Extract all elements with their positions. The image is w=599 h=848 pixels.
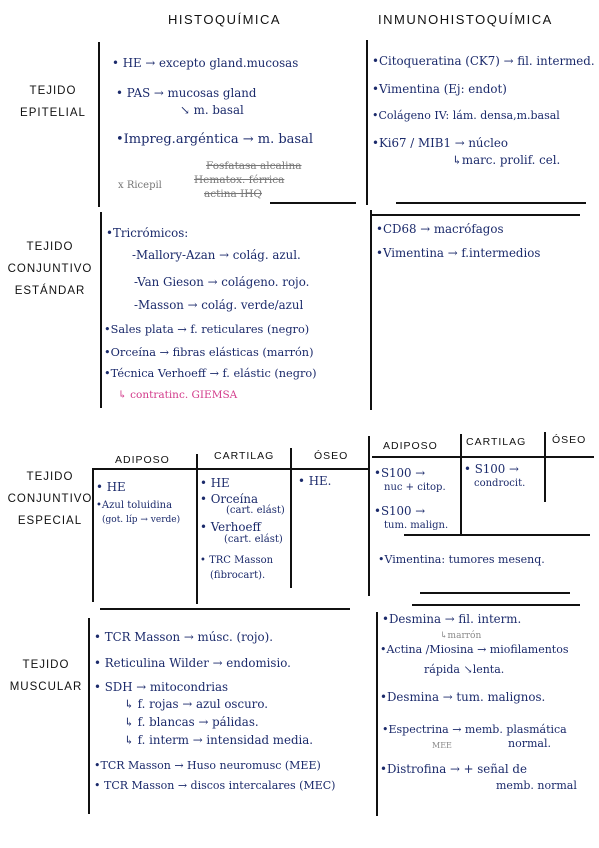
conj-inmuno-line-2: •Vimentina → f.intermedios xyxy=(376,246,541,260)
histoquimica-header: HISTOQUÍMICA xyxy=(168,12,282,27)
especial-inmuno-cartilag-2: condrocit. xyxy=(474,478,526,489)
epi-inmuno-line-5: ↳marc. prolif. cel. xyxy=(452,153,561,167)
especial-inmuno-adiposo-2: nuc + citop. xyxy=(384,482,446,493)
conj-histo-line-6: •Orceína → fibras elásticas (marrón) xyxy=(104,346,314,359)
musc-inmuno-line-6: normal. xyxy=(508,737,551,750)
epi-histo-struck-2: Hematox. férrica xyxy=(194,174,285,186)
musc-histo-line-3: • SDH → mitocondrias xyxy=(94,680,229,694)
conj-histo-line-1: •Tricrómicos: xyxy=(106,226,189,240)
especial-inmuno-adiposo-4: tum. malign. xyxy=(384,520,449,531)
musc-histo-line-7: •TCR Masson → Huso neuromusc (MEE) xyxy=(94,759,321,772)
epi-histo-line-3: ↘ m. basal xyxy=(180,103,244,117)
especial-histo-col-oseo: ÓSEO xyxy=(314,450,349,462)
musc-histo-line-1: • TCR Masson → músc. (rojo). xyxy=(94,630,273,644)
rule-epitelial-histo xyxy=(270,202,356,204)
rule-especial-inmuno-sub xyxy=(404,534,590,536)
rule-muscular-histo-top xyxy=(100,608,350,610)
musc-histo-line-4: ↳ f. rojas → azul oscuro. xyxy=(124,697,268,711)
musc-inmuno-line-5: •Espectrina → memb. plasmática xyxy=(382,723,567,736)
musc-inmuno-line-8: memb. normal xyxy=(496,779,577,792)
epi-inmuno-line-4: •Ki67 / MIB1 → núcleo xyxy=(372,136,508,150)
conj-histo-line-4: -Masson → colág. verde/azul xyxy=(134,298,304,312)
section-label-conjuntivo-estandar: TEJIDO CONJUNTIVO ESTÁNDAR xyxy=(7,241,93,297)
especial-adiposo-line-2: •Azul toluidina xyxy=(96,500,173,511)
musc-inmuno-line-3: rápida ↘lenta. xyxy=(424,663,505,676)
divider-especial-left xyxy=(92,470,94,602)
musc-inmuno-line-4: •Desmina → tum. malignos. xyxy=(380,690,546,704)
especial-adiposo-line-3: (got. líp → verde) xyxy=(102,515,181,525)
conj-histo-line-2: -Mallory-Azan → colág. azul. xyxy=(132,248,301,262)
especial-inmuno-col-cartilag: CARTILAG xyxy=(466,436,527,448)
musc-histo-line-5: ↳ f. blancas → pálidas. xyxy=(124,715,259,729)
conj-histo-line-7: •Técnica Verhoeff → f. elástic (negro) xyxy=(104,367,317,380)
rule-epitelial-inmuno xyxy=(396,202,586,204)
conj-histo-line-8: ↳ contratinc. GIEMSA xyxy=(118,389,238,401)
especial-inmuno-col-oseo: ÓSEO xyxy=(552,434,587,446)
rule-muscular-inmuno-top xyxy=(412,604,580,606)
especial-inmuno-vimentina: •Vimentina: tumores mesenq. xyxy=(378,553,545,566)
especial-inmuno-adiposo-3: •S100 → xyxy=(374,504,426,518)
conj-histo-line-3: -Van Gieson → colágeno. rojo. xyxy=(134,275,310,289)
epi-histo-struck-3: actina IHQ xyxy=(204,188,262,200)
rule-especial-inmuno-header xyxy=(372,456,594,458)
rule-especial-histo-header xyxy=(92,468,368,470)
section-label-conjuntivo-especial: TEJIDO CONJUNTIVO ESPECIAL xyxy=(7,471,93,527)
epi-histo-struck-1: Fosfatasa alcalina xyxy=(206,160,302,172)
epi-inmuno-line-3: •Colágeno IV: lám. densa,m.basal xyxy=(372,109,560,122)
rule-especial-inmuno-bottom xyxy=(420,592,570,594)
especial-adiposo-line-1: • HE xyxy=(96,480,126,494)
especial-inmuno-col-adiposo: ADIPOSO xyxy=(383,440,438,452)
musc-histo-line-8: • TCR Masson → discos intercalares (MEC) xyxy=(94,779,336,792)
especial-inmuno-cartilag-1: • S100 → xyxy=(464,462,519,476)
divider-mid-epitelial xyxy=(366,40,368,205)
especial-histo-col-cartilag: CARTILAG xyxy=(214,450,275,462)
musc-inmuno-marron: ↳marrón xyxy=(440,631,482,641)
especial-cartilag-line-4: • Verhoeff xyxy=(200,520,261,534)
especial-inmuno-adiposo-1: •S100 → xyxy=(374,466,426,480)
especial-cartilag-line-2: • Orceína xyxy=(200,492,259,506)
musc-histo-line-2: • Reticulina Wilder → endomisio. xyxy=(94,656,291,670)
especial-oseo-line-1: • HE. xyxy=(298,474,332,488)
epi-histo-line-1: • HE → excepto gland.mucosas xyxy=(112,56,299,70)
musc-inmuno-line-1: •Desmina → fil. interm. xyxy=(382,612,522,626)
especial-histo-col-adiposo: ADIPOSO xyxy=(115,454,170,466)
especial-cartilag-line-6: • TRC Masson xyxy=(200,555,274,566)
epi-histo-struck-prefix: x Ricepil xyxy=(118,180,162,191)
especial-cartilag-line-3: (cart. elást) xyxy=(226,505,285,516)
conj-inmuno-line-1: •CD68 → macrófagos xyxy=(376,222,504,236)
especial-cartilag-line-1: • HE xyxy=(200,476,230,490)
divider-left-muscular xyxy=(88,618,90,814)
divider-especial-col-2 xyxy=(290,448,292,588)
conj-histo-line-5: •Sales plata → f. reticulares (negro) xyxy=(104,323,310,336)
divider-especial-col-1 xyxy=(196,454,198,604)
divider-mid-conjuntivo xyxy=(370,210,372,410)
especial-cartilag-line-5: (cart. elást) xyxy=(224,534,283,545)
divider-especial-inmuno-col-1 xyxy=(460,434,462,534)
epi-histo-line-4: •Impreg.argéntica → m. basal xyxy=(116,132,313,147)
epi-inmuno-line-1: •Citoqueratina (CK7) → fil. intermed. xyxy=(372,54,595,68)
especial-cartilag-line-7: (fibrocart). xyxy=(210,570,266,581)
section-label-epitelial: TEJIDO EPITELIAL xyxy=(20,85,86,119)
musc-inmuno-mee: MEE xyxy=(432,741,452,750)
musc-inmuno-line-2: •Actina /Miosina → miofilamentos xyxy=(380,643,569,656)
divider-especial-inmuno-col-2 xyxy=(544,432,546,502)
epi-inmuno-line-2: •Vimentina (Ej: endot) xyxy=(372,82,507,96)
musc-histo-line-6: ↳ f. interm → intensidad media. xyxy=(124,733,314,747)
divider-mid-muscular xyxy=(376,612,378,816)
musc-inmuno-line-7: •Distrofina → + señal de xyxy=(380,762,527,776)
section-label-muscular: TEJIDO MUSCULAR xyxy=(9,659,83,693)
divider-left-epitelial xyxy=(98,42,100,207)
epi-histo-line-2: • PAS → mucosas gland xyxy=(116,86,257,100)
divider-especial-mid xyxy=(368,436,370,596)
inmunohistoquimica-header: INMUNOHISTOQUÍMICA xyxy=(378,12,553,27)
divider-left-conjuntivo xyxy=(100,212,102,408)
rule-conjuntivo-inmuno-top xyxy=(370,214,580,216)
